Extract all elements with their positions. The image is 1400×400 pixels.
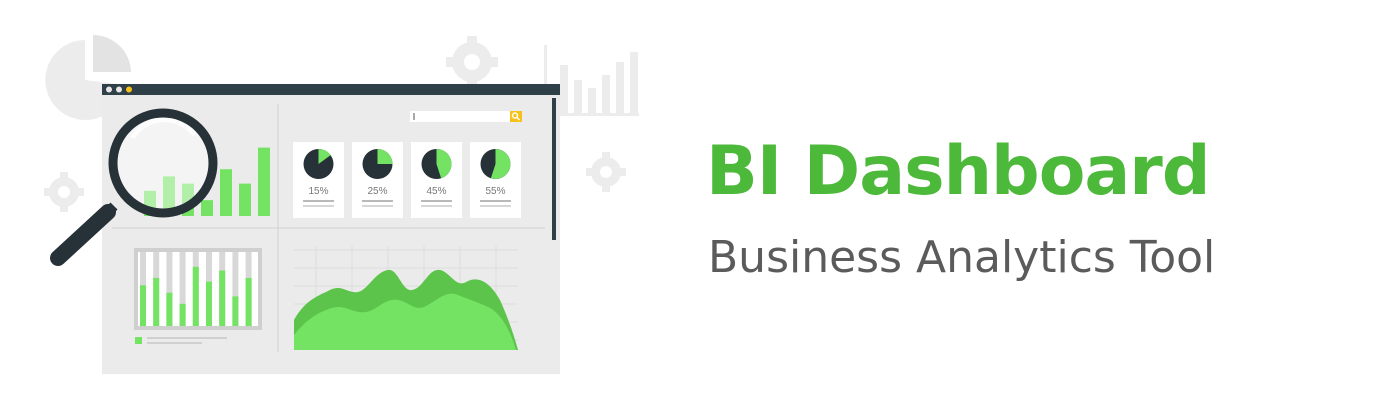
pie-slice xyxy=(377,149,393,164)
background-bar-chart-icon xyxy=(544,45,639,116)
striped-bar-track xyxy=(232,252,239,326)
search-button[interactable] xyxy=(510,111,522,122)
striped-bar-6 xyxy=(206,281,212,326)
window-dot-1[interactable] xyxy=(106,86,112,93)
striped-chart-legend-swatch xyxy=(135,337,142,344)
pie-card[interactable]: 15% xyxy=(293,142,344,218)
magnifier-icon xyxy=(50,108,218,266)
striped-bar-4 xyxy=(179,303,186,326)
striped-bar-2 xyxy=(153,277,160,326)
background-gear-icon-small-right xyxy=(586,152,626,192)
background-gear-icon-small-left xyxy=(44,172,84,212)
striped-bar-chart xyxy=(134,248,262,344)
dashboard-illustration: 15% 25% 45% 55% xyxy=(44,35,639,374)
pie-percent-label: 45% xyxy=(426,186,446,197)
pie-card-line-2 xyxy=(421,205,452,207)
window-title-bar xyxy=(102,84,560,95)
page-title: BI Dashboard xyxy=(706,132,1211,211)
pie-card-line-2 xyxy=(362,205,393,207)
page-subtitle: Business Analytics Tool xyxy=(708,232,1216,283)
pie-card[interactable]: 55% xyxy=(470,142,521,218)
magnifier-glare xyxy=(129,117,198,140)
search-icon xyxy=(511,112,520,121)
magnifier-handle xyxy=(50,204,116,266)
pie-card-line-1 xyxy=(421,200,452,202)
pie-percent-label: 15% xyxy=(308,186,328,197)
search-input[interactable] xyxy=(410,111,510,122)
pie-percent-label: 25% xyxy=(367,186,387,197)
area-chart xyxy=(294,246,518,350)
striped-bar-5 xyxy=(192,266,199,326)
pie-card[interactable]: 25% xyxy=(352,142,403,218)
pie-card-line-2 xyxy=(480,205,511,207)
pie-card-line-1 xyxy=(303,200,334,202)
bar-5 xyxy=(220,169,232,216)
magnifier-lens xyxy=(113,113,213,213)
bar-6 xyxy=(239,183,251,216)
area-series-front xyxy=(294,293,516,350)
striped-bar-1 xyxy=(140,285,146,326)
pie-slice xyxy=(436,149,452,179)
pie-slice xyxy=(490,149,511,179)
pie-cards: 15% 25% 45% 55% xyxy=(293,142,521,218)
window-dot-2[interactable] xyxy=(116,86,122,93)
striped-bar-7 xyxy=(219,270,226,326)
striped-bar-track xyxy=(179,252,186,326)
pie-card-line-1 xyxy=(480,200,511,202)
bar-2 xyxy=(163,176,175,216)
striped-chart-legend-line-1 xyxy=(147,337,227,339)
bar-4 xyxy=(201,200,213,216)
pie-card-line-2 xyxy=(303,205,334,207)
pie-slice xyxy=(318,149,331,164)
striped-bar-track xyxy=(166,252,173,326)
background-gear-icon xyxy=(446,36,498,88)
bar-7 xyxy=(258,147,270,216)
striped-chart-legend-line-2 xyxy=(147,342,202,344)
magnifier-rim xyxy=(108,108,218,218)
search-bar[interactable] xyxy=(410,111,522,122)
striped-bar-9 xyxy=(245,277,252,326)
pie-percent-label: 55% xyxy=(485,186,505,197)
pie-card[interactable]: 45% xyxy=(411,142,462,218)
striped-bar-3 xyxy=(166,292,173,326)
window-dot-3[interactable] xyxy=(126,86,132,93)
magnifier-neck xyxy=(98,202,118,222)
striped-bar-8 xyxy=(232,296,239,326)
pie-card-line-1 xyxy=(362,200,393,202)
window-scrollbar[interactable] xyxy=(552,98,556,240)
